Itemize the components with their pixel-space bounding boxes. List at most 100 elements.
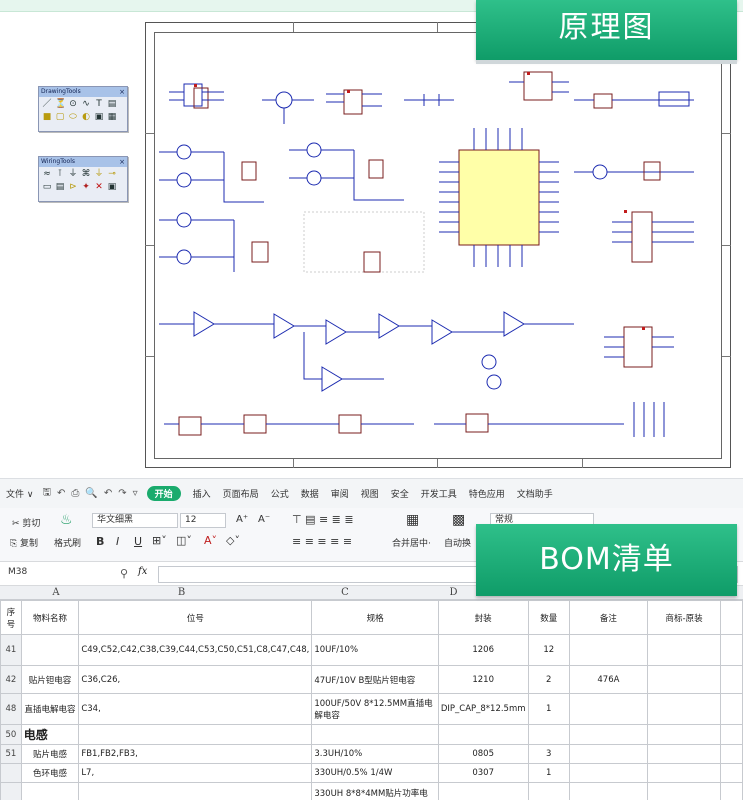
polygon-tool-icon[interactable]: ⏳ [55, 99, 67, 109]
cell-quantity[interactable]: 2 [527, 665, 570, 694]
row-number[interactable]: 41 [0, 634, 22, 666]
cell-material-name[interactable] [20, 634, 80, 666]
ground-tool-icon[interactable]: ⏚ [94, 169, 104, 179]
wrap-text-icon[interactable]: ▩ [452, 512, 466, 528]
tab-page-layout[interactable]: 页面布局 [222, 490, 259, 500]
table-cell[interactable] [720, 665, 743, 694]
menu-file[interactable]: 文件 ∨ [6, 490, 34, 500]
zoom-icon[interactable]: ⚲ [120, 567, 129, 580]
undo-history-icon[interactable]: ↶ [56, 488, 66, 499]
close-icon[interactable]: × [119, 88, 125, 96]
cell-package[interactable]: 0307 [437, 763, 529, 783]
table-cell[interactable] [437, 724, 529, 745]
italic-button[interactable]: I [116, 535, 120, 548]
row-number[interactable]: 42 [0, 665, 22, 694]
auto-wrap-button[interactable]: 自动换 [444, 539, 472, 549]
table-cell[interactable] [568, 724, 648, 745]
border-icon[interactable]: ⊞˅ [152, 534, 167, 547]
cell-reference[interactable]: FB1,FB2,FB3, [78, 744, 313, 764]
cell-quantity[interactable]: 3 [527, 744, 570, 764]
align-left-icon[interactable]: ≡ ≡ ≡ ≡ ≡ [292, 535, 353, 548]
cell-note[interactable]: 476A [568, 665, 648, 694]
cell-spec[interactable]: 100UF/50V 8*12.5MM直插电解电容 [311, 693, 439, 725]
bezier-tool-icon[interactable]: ∿ [82, 99, 90, 109]
tab-doc-assistant[interactable]: 文档助手 [516, 490, 553, 500]
tab-features[interactable]: 特色应用 [468, 490, 505, 500]
table-cell[interactable] [646, 724, 722, 745]
cell-note[interactable] [568, 782, 648, 800]
arc-tool-icon[interactable]: ⊙ [69, 99, 77, 109]
bus-entry-tool-icon[interactable]: ⏚ [68, 169, 78, 179]
cell-package[interactable]: 1210 [437, 665, 529, 694]
image-tool-icon[interactable]: ▣ [94, 112, 104, 122]
junction-tool-icon[interactable]: ✦ [82, 182, 90, 192]
cell-note[interactable] [568, 744, 648, 764]
cell-note[interactable] [568, 763, 648, 783]
round-rect-tool-icon[interactable]: ▢ [55, 112, 65, 122]
cell-note[interactable] [568, 693, 648, 725]
row-number[interactable]: 51 [0, 744, 22, 764]
rectangle-tool-icon[interactable]: ■ [42, 112, 52, 122]
cell-brand[interactable] [646, 665, 722, 694]
header-index[interactable]: 序号 [0, 600, 22, 635]
font-color-icon[interactable]: A˅ [204, 534, 218, 547]
group-name-inductor[interactable]: 电感 [20, 724, 80, 745]
name-box[interactable]: M38 [8, 567, 28, 577]
column-header-b[interactable]: B [177, 587, 186, 598]
table-cell[interactable] [720, 763, 743, 783]
cell-package[interactable]: 0805 [437, 744, 529, 764]
function-icon[interactable]: fx [138, 566, 148, 577]
header-brand[interactable]: 商标-原装 [646, 600, 722, 635]
font-size-select[interactable]: 12 [180, 513, 226, 528]
bus-tool-icon[interactable]: ⊺ [57, 169, 63, 179]
cell-material-name[interactable]: 直插电解电容 [20, 693, 80, 725]
header-quantity[interactable]: 数量 [527, 600, 570, 635]
cut-button[interactable]: ✂ 剪切 [12, 519, 41, 529]
merge-icon[interactable]: ▦ [406, 512, 420, 528]
row-number[interactable]: 50 [0, 724, 22, 745]
cell-brand[interactable] [646, 744, 722, 764]
wire-tool-icon[interactable]: ≈ [43, 169, 51, 179]
cell-brand[interactable] [646, 782, 722, 800]
cell-material-name[interactable]: 色环电感 [20, 763, 80, 783]
cell-spec[interactable]: 3.3UH/10% [311, 744, 439, 764]
cell-reference[interactable]: C34, [78, 693, 313, 725]
table-cell[interactable] [720, 693, 743, 725]
format-painter-button[interactable]: 格式刷 [54, 539, 82, 549]
print-preview-icon[interactable]: 🔍 [85, 488, 98, 499]
text-tool-icon[interactable]: T [96, 99, 102, 109]
tab-insert[interactable]: 插入 [192, 490, 211, 500]
cell-note[interactable] [568, 634, 648, 666]
redo-icon[interactable]: ↷ [118, 488, 127, 499]
tab-view[interactable]: 视图 [360, 490, 379, 500]
table-cell[interactable] [720, 782, 743, 800]
cell-spec[interactable]: 10UF/10% [311, 634, 439, 666]
header-spec[interactable]: 规格 [311, 600, 439, 635]
cell-brand[interactable] [646, 634, 722, 666]
table-cell[interactable] [720, 724, 743, 745]
directive-tool-icon[interactable]: ▣ [107, 182, 117, 192]
table-cell[interactable] [78, 724, 313, 745]
table-cell[interactable] [720, 744, 743, 764]
close-icon[interactable]: × [119, 158, 125, 166]
row-number[interactable] [0, 782, 22, 800]
column-header-a[interactable]: A [52, 587, 60, 598]
pie-tool-icon[interactable]: ◐ [82, 112, 90, 122]
ellipse-tool-icon[interactable]: ⬭ [69, 112, 77, 122]
print-icon[interactable]: ⎙ [71, 488, 80, 499]
cell-reference[interactable]: C36,C26, [78, 665, 313, 694]
sheet-tool-icon[interactable]: ▤ [55, 182, 65, 192]
chevron-down-icon[interactable]: ▿ [132, 488, 138, 499]
header-package[interactable]: 封装 [437, 600, 529, 635]
line-tool-icon[interactable]: ／ [42, 99, 52, 109]
tab-security[interactable]: 安全 [390, 490, 409, 500]
cell-package[interactable]: DIP_CAP_8*12.5mm [437, 693, 529, 725]
underline-button[interactable]: U [134, 535, 143, 548]
cell-quantity[interactable]: 1 [527, 693, 570, 725]
header-reference[interactable]: 位号 [78, 600, 313, 635]
column-header-c[interactable]: C [341, 587, 349, 598]
cell-material-name[interactable]: 贴片电感 [20, 744, 80, 764]
power-port-tool-icon[interactable]: ⊸ [108, 169, 116, 179]
bold-button[interactable]: B [96, 535, 105, 548]
cell-quantity[interactable]: 12 [527, 634, 570, 666]
